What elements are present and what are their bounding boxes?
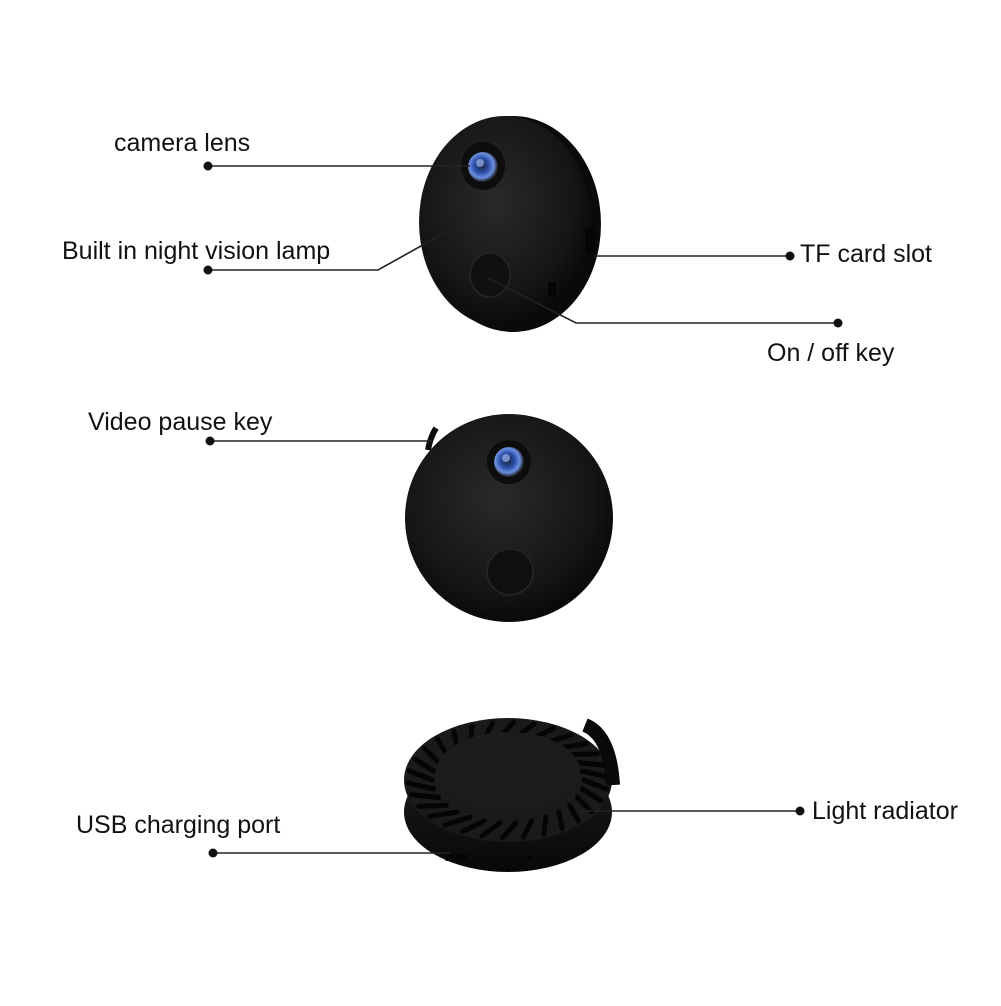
- camera-device-back: [404, 718, 620, 872]
- dot-tf-card-slot: [785, 251, 795, 261]
- radiator-fin: [520, 818, 534, 840]
- leader-on-off-key: [487, 277, 838, 324]
- device-front-face: [405, 414, 613, 622]
- clip-edge: [581, 718, 620, 786]
- radiator-fin: [442, 814, 473, 828]
- radiator-fin: [574, 795, 595, 815]
- on-off-key-shape: [469, 252, 511, 298]
- radiator-fin: [408, 792, 442, 800]
- radiator-fin: [412, 756, 437, 774]
- radiator-fin: [567, 751, 600, 758]
- lens-highlight: [502, 454, 510, 462]
- radiator-fin: [556, 809, 565, 832]
- leader-night-vision-lamp: [208, 231, 447, 271]
- radiator-fin: [421, 745, 442, 765]
- video-pause-key-shape: [425, 426, 439, 451]
- camera-device-angled: [419, 116, 601, 332]
- radiator-fin: [574, 760, 608, 768]
- radiator-fin: [416, 802, 449, 809]
- radiator-fin: [405, 780, 437, 792]
- camera-lens-glass: [468, 152, 498, 182]
- label-camera-lens: camera lens: [114, 129, 251, 157]
- radiator-fin: [435, 736, 449, 758]
- usb-port-shape: [445, 854, 467, 861]
- side-button-shape: [548, 282, 556, 296]
- radiator-center: [436, 732, 580, 812]
- lens-highlight: [476, 159, 484, 167]
- radiator-fin: [459, 818, 487, 835]
- camera-lens-glass: [494, 447, 524, 477]
- device-front-face: [419, 116, 591, 328]
- tf-card-slot-shape: [585, 228, 595, 254]
- label-video-pause-key: Video pause key: [88, 408, 273, 436]
- camera-device-front: [405, 414, 613, 622]
- light-radiator-fins: [405, 719, 611, 841]
- radiator-fin: [427, 809, 460, 819]
- radiator-fin: [579, 768, 611, 780]
- radiator-fin: [406, 768, 435, 783]
- dot-video-pause-key: [205, 436, 215, 446]
- radiator-fin: [579, 786, 604, 804]
- radiator-fin: [541, 814, 549, 837]
- leader-lines: [208, 165, 838, 854]
- dot-camera-lens: [203, 161, 213, 171]
- radiator-fin: [581, 777, 610, 792]
- radiator-fin: [479, 820, 503, 839]
- radiator-fin: [567, 802, 581, 824]
- dot-night-vision-lamp: [203, 265, 213, 275]
- indicator-hole: [527, 855, 533, 861]
- label-tf-card-slot: TF card slot: [800, 240, 932, 268]
- radiator-fin: [500, 820, 519, 841]
- on-off-key-shape: [486, 548, 534, 596]
- leader-dots: [203, 161, 843, 858]
- label-on-off-key: On / off key: [767, 339, 895, 367]
- label-night-vision-lamp: Built in night vision lamp: [62, 237, 331, 265]
- dot-on-off-key: [833, 318, 843, 328]
- dot-light-radiator: [795, 806, 805, 816]
- dot-usb-charging-port: [208, 848, 218, 858]
- label-usb-charging-port: USB charging port: [76, 811, 281, 839]
- label-light-radiator: Light radiator: [812, 797, 958, 825]
